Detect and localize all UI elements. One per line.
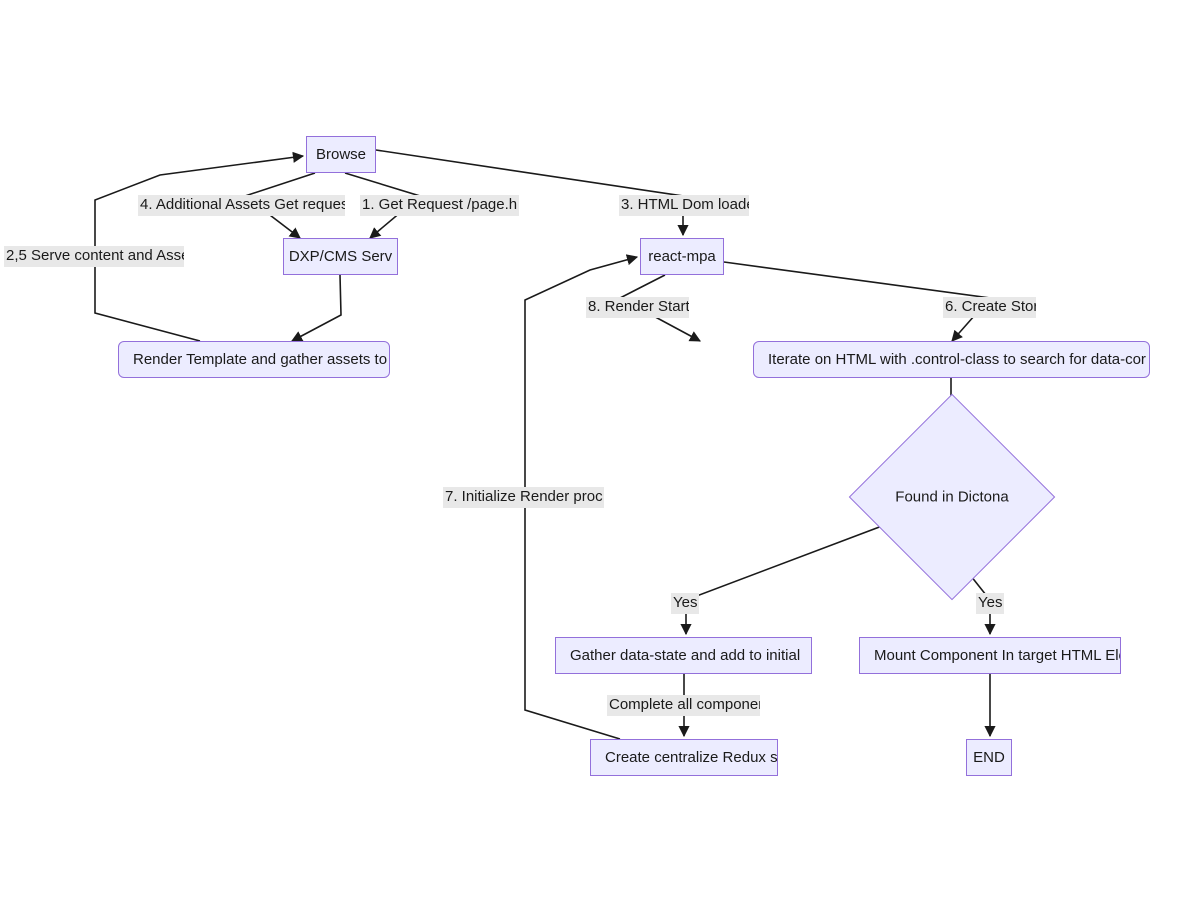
node-gather-data-state[interactable]: Gather data-state and add to initial (555, 637, 812, 674)
edge-label-serve-content: 2,5 Serve content and Asse (4, 246, 184, 267)
edge-label-yes-right: Yes (976, 593, 1004, 614)
node-react-mpa-label: react-mpa (648, 248, 716, 265)
node-mount-component-label: Mount Component In target HTML Ele (874, 647, 1121, 664)
edge-label-initialize-render-process: 7. Initialize Render proc (443, 487, 604, 508)
edge-label-render-start: 8. Render Start (586, 297, 689, 318)
node-create-redux-store[interactable]: Create centralize Redux st (590, 739, 778, 776)
edge-label-complete-all-components: Complete all componer (607, 695, 760, 716)
edge-browse-to-react-mpa (375, 149, 689, 237)
node-iterate-html[interactable]: Iterate on HTML with .control-class to s… (753, 341, 1150, 378)
node-found-in-dictionary-label: Found in Dictona (895, 489, 1009, 505)
node-render-template[interactable]: Render Template and gather assets to (118, 341, 390, 378)
edge-label-create-store: 6. Create Stor (943, 297, 1036, 318)
node-browse-label: Browse (315, 146, 367, 163)
node-iterate-html-label: Iterate on HTML with .control-class to s… (768, 351, 1146, 368)
node-react-mpa[interactable]: react-mpa (640, 238, 724, 275)
edge-label-additional-assets: 4. Additional Assets Get reques (138, 195, 345, 216)
edge-found-to-gather (680, 519, 899, 636)
edge-label-yes-left: Yes (671, 593, 699, 614)
node-end[interactable]: END (966, 739, 1012, 776)
node-found-in-dictionary[interactable]: Found in Dictona (848, 393, 1056, 601)
node-gather-data-state-label: Gather data-state and add to initial (570, 647, 801, 664)
edge-label-html-dom-loaded: 3. HTML Dom loade (619, 195, 749, 216)
edge-dxp-to-render-template (291, 274, 342, 342)
node-dxp-cms-server[interactable]: DXP/CMS Serv (283, 238, 398, 275)
node-browse[interactable]: Browse (306, 136, 376, 173)
node-end-label: END (973, 749, 1005, 766)
node-mount-component[interactable]: Mount Component In target HTML Ele (859, 637, 1121, 674)
node-render-template-label: Render Template and gather assets to (133, 351, 388, 368)
edge-label-get-request: 1. Get Request /page.h (360, 195, 519, 216)
node-dxp-cms-server-label: DXP/CMS Serv (288, 248, 393, 265)
node-create-redux-store-label: Create centralize Redux st (605, 749, 778, 766)
